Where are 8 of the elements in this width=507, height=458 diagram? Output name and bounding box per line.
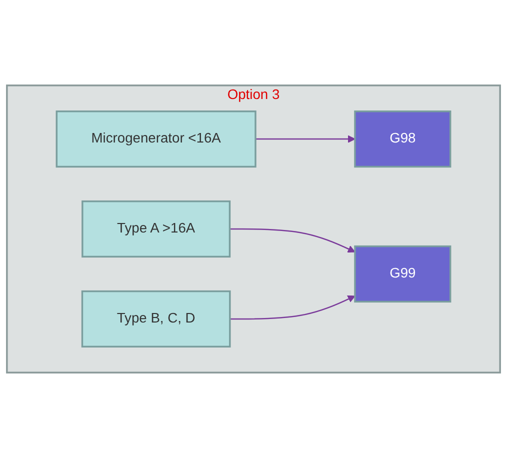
node-box: G98 xyxy=(354,110,452,168)
arrow xyxy=(230,228,356,253)
node-box: G99 xyxy=(354,245,452,303)
arrow xyxy=(256,135,356,143)
node-box: Microgenerator <16A xyxy=(56,110,256,168)
node-box: Type B, C, D xyxy=(81,290,231,348)
node-box: Type A >16A xyxy=(82,200,231,258)
arrow xyxy=(230,295,356,320)
